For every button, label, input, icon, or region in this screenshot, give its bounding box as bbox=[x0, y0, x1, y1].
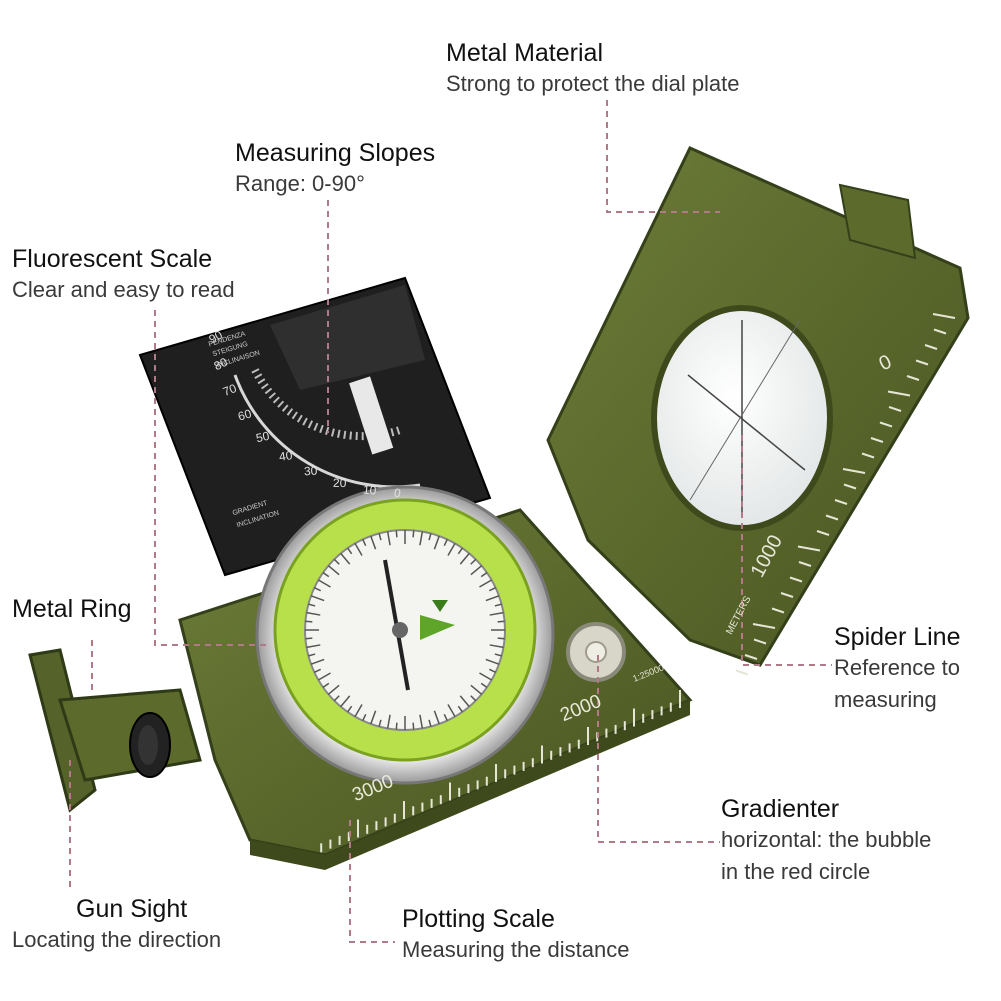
callout-text: measuring bbox=[834, 687, 937, 712]
callout-fluorescent-scale: Fluorescent Scale Clear and easy to read bbox=[12, 244, 235, 306]
dial-ticks bbox=[305, 530, 505, 730]
lid-scale-ticks bbox=[735, 313, 956, 676]
callout-gradienter: Gradienter horizontal: the bubble in the… bbox=[721, 794, 931, 888]
callout-spider-line: Spider Line Reference to measuring bbox=[834, 622, 960, 716]
callout-text: Range: 0-90° bbox=[235, 171, 365, 196]
callout-metal-ring: Metal Ring bbox=[12, 594, 132, 624]
callout-text: Reference to bbox=[834, 655, 960, 680]
callout-plotting-scale: Plotting Scale Measuring the distance bbox=[402, 904, 629, 966]
callout-title: Gun Sight bbox=[76, 895, 188, 923]
callout-title: Fluorescent Scale bbox=[12, 245, 213, 273]
callout-text: Strong to protect the dial plate bbox=[446, 71, 740, 96]
leader-lines bbox=[69, 100, 832, 943]
compass-lid bbox=[546, 146, 970, 676]
callout-title: Measuring Slopes bbox=[235, 139, 436, 167]
callout-text: horizontal: the bubble bbox=[721, 827, 932, 852]
clinometer-number: 20 bbox=[332, 475, 347, 490]
callout-text: Locating the direction bbox=[12, 927, 222, 952]
callout-title: Gradienter bbox=[721, 795, 840, 823]
plotting-scale-ticks bbox=[320, 690, 681, 853]
callout-text: Measuring the distance bbox=[402, 937, 630, 962]
gun-sight bbox=[28, 648, 202, 813]
clinometer-number: 10 bbox=[362, 482, 377, 498]
clinometer-number: 30 bbox=[304, 463, 319, 479]
callout-gun-sight: Gun Sight Locating the direction bbox=[12, 894, 221, 956]
callout-title: Plotting Scale bbox=[402, 905, 555, 933]
clinometer-number: 40 bbox=[277, 447, 293, 464]
callout-title: Metal Ring bbox=[12, 595, 132, 623]
callout-text: Clear and easy to read bbox=[12, 277, 235, 302]
callout-measuring-slopes: Measuring Slopes Range: 0-90° bbox=[235, 138, 435, 200]
compass-dial bbox=[255, 485, 555, 785]
callout-metal-material: Metal Material Strong to protect the dia… bbox=[446, 38, 740, 100]
callout-title: Metal Material bbox=[446, 39, 603, 67]
spider-line-horizontal bbox=[687, 374, 806, 471]
callout-text: in the red circle bbox=[721, 859, 871, 884]
callout-title: Spider Line bbox=[834, 623, 961, 651]
